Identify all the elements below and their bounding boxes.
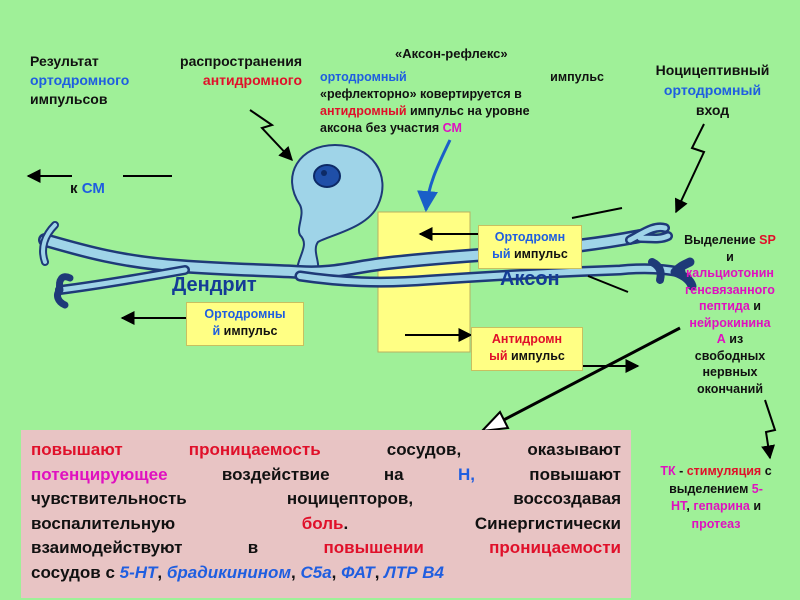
release-a: Выделение — [684, 233, 760, 247]
axon-reflex-title: «Аксон-рефлекс» — [395, 46, 508, 61]
panel-l6-a: сосудов с — [31, 562, 120, 582]
result-word-antidromic: антидромного — [202, 72, 302, 88]
panel-l5-b: в — [247, 538, 259, 557]
nociceptive-line1: Ноцицептивный — [655, 62, 770, 78]
effects-panel: повышают проницаемость сосудов, оказываю… — [21, 430, 631, 598]
panel-l1-w2: проницаемость — [188, 440, 321, 459]
panel-l6-c: , — [157, 562, 167, 582]
axon-reflex-line4: аксона без участия — [320, 121, 443, 135]
to-cm-prefix: к — [70, 180, 82, 197]
lightning-arrow-nociceptive — [674, 123, 706, 214]
result-text: Результат распространения ортодромного а… — [30, 52, 302, 109]
panel-l6-d: брадикинином — [166, 562, 292, 582]
tk-b: - — [675, 464, 687, 478]
panel-l6-b: 5-НТ — [119, 562, 158, 582]
axon-reflex-description: ортодромный импульс «рефлекторно» коверт… — [320, 69, 604, 137]
tk-g: НТ — [670, 499, 687, 513]
release-text: Выделение SP и кальциотонин генсвязанног… — [662, 232, 798, 397]
tk-j: и — [749, 499, 762, 513]
result-word-impulses: импульсов — [30, 91, 108, 107]
release-g: и — [749, 299, 761, 313]
tk-a: ТК — [660, 464, 676, 478]
panel-l2-a: потенцирующее — [31, 464, 168, 484]
panel-l3-w3: воссоздавая — [513, 489, 621, 508]
panel-l5-d: проницаемости — [489, 538, 621, 557]
panel-l6-i: , — [374, 562, 385, 582]
nociceptive-input-text: Ноцицептивный ортодромный вход — [640, 60, 785, 120]
panel-l5-a: взаимодействуют — [31, 538, 183, 557]
panel-l2-e: повышают — [529, 464, 621, 484]
release-h: нейрокинина — [689, 315, 771, 330]
nociceptive-line3: вход — [695, 102, 730, 118]
anti-ax-p3: импульс — [507, 349, 565, 363]
axon-reflex-cm: СМ — [442, 121, 462, 135]
tk-h: , — [686, 499, 694, 513]
panel-l6-f: С5а — [300, 562, 332, 582]
release-f: пептида — [699, 299, 750, 313]
panel-l5-c: повышении — [323, 538, 424, 557]
panel-l2-b: воздействие — [221, 464, 330, 484]
panel-l2-d: Н, — [457, 464, 475, 484]
axon-label: Аксон — [500, 268, 560, 290]
to-cm-cm: СМ — [81, 180, 105, 197]
lightning-arrow-release — [761, 399, 777, 460]
ortho-den-p1: Ортодромны — [204, 307, 286, 321]
nociceptive-line2: ортодромный — [663, 82, 762, 98]
dendrite-label: Дендрит — [172, 274, 257, 296]
panel-l4-d: Синергистически — [474, 513, 621, 533]
lightning-arrow-result — [249, 109, 293, 162]
panel-l1-w1: повышают — [31, 440, 123, 459]
axon-reflex-line2: «рефлекторно» ковертируется в — [320, 87, 522, 101]
result-word-orthodromic: ортодромного — [30, 72, 130, 88]
panel-l6-g: , — [331, 562, 342, 582]
release-sp: SP — [759, 233, 776, 247]
release-c: и — [726, 249, 734, 264]
release-m: окончаний — [696, 381, 764, 396]
panel-l3-w2: ноцицепторов, — [286, 489, 414, 508]
panel-l3-w1: чувствительность — [31, 489, 187, 508]
ortho-ax-p1: Ортодромн — [494, 230, 566, 244]
release-j: из — [725, 332, 744, 346]
panel-l6-e: , — [291, 562, 301, 582]
tk-e: выделением — [669, 481, 752, 496]
anti-impulse-axon-box: Антидромн ый импульс — [471, 327, 583, 371]
panel-l2-c: на — [383, 464, 404, 484]
ortho-impulse-axon-box: Ортодромн ый импульс — [478, 225, 582, 269]
release-l: нервных — [702, 365, 758, 379]
axon-reflex-anti: антидромный — [320, 104, 407, 118]
release-d: кальциотонин — [686, 266, 774, 280]
result-word-1: Результат — [30, 53, 99, 69]
neuron-nucleus — [313, 164, 341, 188]
ortho-ax-p3: импульс — [510, 247, 568, 261]
result-word-2: распространения — [180, 53, 302, 69]
axon-reflex-arrow — [417, 139, 452, 213]
release-k: свободных — [694, 348, 766, 363]
release-e: генсвязанного — [685, 282, 775, 297]
to-cm-label: к СМ — [70, 180, 105, 197]
panel-l4-c: . — [343, 513, 349, 533]
tk-i: гепарина — [693, 499, 750, 513]
anti-ax-p2: ый — [489, 349, 508, 363]
anti-ax-p1: Антидромн — [491, 332, 563, 346]
tk-f: 5- — [751, 481, 763, 496]
ortho-ax-p2: ый — [492, 247, 511, 261]
axon-reflex-line3-rest: импульс на уровне — [406, 104, 530, 118]
axon-reflex-impulse: импульс — [550, 70, 604, 84]
axon-reflex-ortho: ортодромный — [320, 70, 407, 84]
panel-l4-a: воспалительную — [31, 513, 176, 533]
tk-text: ТК - стимуляция с выделением 5- НТ, гепа… — [632, 463, 800, 533]
release-i: А — [716, 332, 726, 346]
tk-d: с — [761, 464, 772, 478]
ortho-impulse-dendrite-box: Ортодромны й импульс — [186, 302, 304, 346]
ortho-den-p2: й — [212, 324, 221, 338]
panel-l4-b: боль — [301, 513, 344, 533]
ortho-den-p3: импульс — [220, 324, 278, 338]
tk-k: протеаз — [691, 516, 741, 531]
big-diagonal-arrow — [493, 326, 681, 427]
panel-l1-w4: оказывают — [527, 440, 621, 459]
panel-l6-h: ФАТ — [341, 562, 375, 582]
tk-c: стимуляция — [686, 464, 762, 478]
panel-l1-w3: сосудов, — [386, 440, 462, 459]
panel-l6-j: ЛТР В4 — [384, 562, 444, 582]
